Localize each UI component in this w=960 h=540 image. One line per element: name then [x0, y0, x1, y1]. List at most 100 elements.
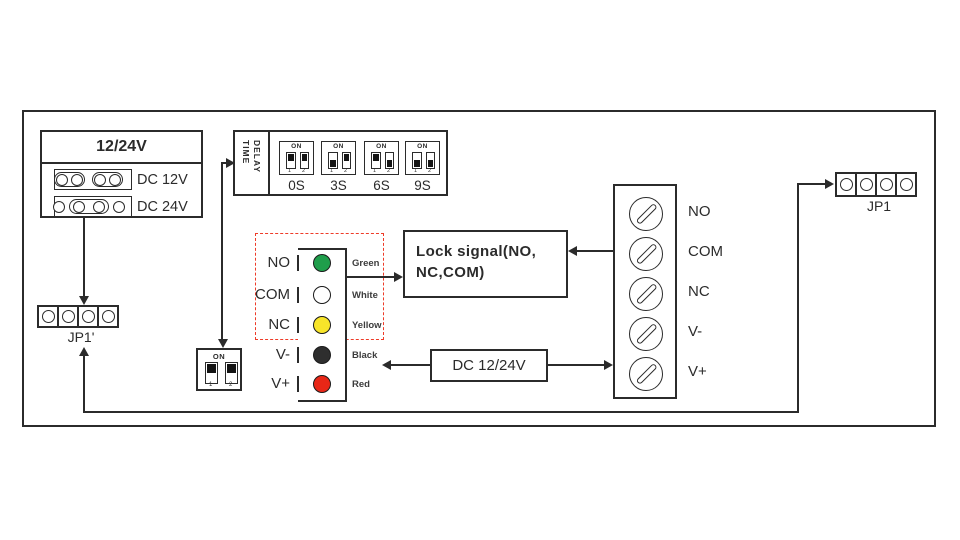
wire-terminal-label: V+	[271, 375, 290, 392]
wire-dc-right	[548, 364, 605, 366]
dip-switch-icon	[384, 151, 394, 169]
dip-switch-icon	[224, 362, 238, 384]
wire-right-riser	[797, 183, 799, 413]
terminal-notch	[297, 317, 299, 333]
screw-terminal-block	[613, 184, 677, 399]
pin-hole-icon	[859, 178, 873, 191]
dip-switch-icon	[328, 151, 338, 169]
dc12v-label: DC 12V	[137, 172, 188, 188]
wire-terminal-label: NC	[268, 316, 290, 333]
wire-terminal-label: NO	[267, 254, 291, 271]
wire-dc-left	[391, 364, 430, 366]
arrowhead-down	[79, 296, 89, 305]
pin-cell	[57, 305, 79, 328]
delay-0s-label: 0S	[288, 178, 305, 193]
wire-dot-red-icon	[313, 375, 331, 393]
time-delay-vertical-label: TIME DELAY	[241, 140, 262, 174]
arrowhead-right	[604, 360, 613, 370]
jumper-pin	[94, 173, 106, 186]
jumper-pin	[93, 200, 105, 213]
dip-switch-icon	[412, 151, 422, 169]
pin-hole-icon	[839, 178, 853, 191]
lock-signal-box: Lock signal(NO, NC,COM)	[403, 230, 568, 298]
wire-terminal-label: COM	[255, 286, 290, 303]
pin-cell	[895, 172, 917, 197]
screw-icon	[629, 237, 663, 271]
dip-switch-icon	[341, 151, 351, 169]
dip-unit-9s: ON 1 2	[405, 141, 440, 175]
connector-jp1	[835, 172, 917, 197]
wire-jp1prime-riser	[83, 355, 85, 412]
wire-timedelay	[221, 162, 228, 164]
delay-6s-label: 6S	[373, 178, 390, 193]
wire-color-name: Green	[352, 258, 380, 269]
arrowhead-right	[394, 272, 403, 282]
screw-terminal-label: COM	[688, 243, 723, 260]
screw-terminal-label: V-	[688, 323, 703, 340]
arrowhead-right	[226, 158, 235, 168]
arrowhead-down	[218, 339, 228, 348]
dip-unit-6s: ON 1 2	[364, 141, 399, 175]
jp1-label: JP1	[866, 198, 892, 214]
screw-icon	[629, 277, 663, 311]
connector-jp1-prime	[37, 305, 119, 328]
time-delay-label-strip: TIME DELAY	[235, 132, 270, 194]
lock-signal-text: Lock signal(NO, NC,COM)	[416, 243, 537, 281]
pin-hole-icon	[101, 310, 115, 323]
jumper-bridge-24v	[69, 199, 109, 214]
wire-dot-green-icon	[313, 254, 331, 272]
jumper-bridge-12v-a	[54, 172, 85, 187]
wire-timedelay	[221, 162, 223, 339]
pin-cell	[77, 305, 99, 328]
arrowhead-left	[382, 360, 391, 370]
pin-hole-icon	[879, 178, 893, 191]
terminal-notch	[297, 255, 299, 271]
dc24v-label: DC 24V	[137, 199, 188, 215]
pin-hole-icon	[61, 310, 75, 323]
arrowhead-up	[79, 347, 89, 356]
dip-switch-icon	[371, 151, 381, 169]
screw-terminal-label: NC	[688, 283, 710, 300]
wire-to-jp1	[797, 183, 826, 185]
dip-switch-icon	[204, 362, 218, 384]
pin-cell	[97, 305, 119, 328]
dip-unit-0s: ON 1 2	[279, 141, 314, 175]
jumper-pin	[113, 200, 125, 213]
dip-switch-icon	[425, 151, 435, 169]
pin-hole-icon	[41, 310, 55, 323]
time-delay-box: TIME DELAY ON 1 2 0S ON 1 2 3S ON 1	[233, 130, 448, 196]
pin-cell	[37, 305, 59, 328]
pin-cell	[835, 172, 857, 197]
pin-hole-icon	[899, 178, 913, 191]
jp1-prime-label: JP1'	[67, 329, 95, 345]
wire-dot-yellow-icon	[313, 316, 331, 334]
wire-block-to-lock	[346, 276, 396, 278]
screw-terminal-label: V+	[688, 363, 707, 380]
jumper-bridge-12v-b	[92, 172, 123, 187]
wire-dot-black-icon	[313, 346, 331, 364]
dip-switch-icon	[299, 151, 309, 169]
jumper-pin	[71, 173, 83, 186]
screw-icon	[629, 197, 663, 231]
pin-hole-icon	[81, 310, 95, 323]
wire-bottom-run	[83, 411, 799, 413]
jumper-pin	[56, 173, 68, 186]
screw-icon	[629, 317, 663, 351]
terminal-notch	[297, 287, 299, 303]
arrowhead-right	[825, 179, 834, 189]
wire-color-name: White	[352, 290, 378, 301]
jumper-pin	[109, 173, 121, 186]
terminal-notch	[297, 376, 299, 392]
dc-power-box: DC 12/24V	[430, 349, 548, 382]
dc-power-label: DC 12/24V	[452, 357, 526, 374]
delay-9s-label: 9S	[414, 178, 431, 193]
terminal-notch	[297, 347, 299, 363]
dip-switch-icon	[286, 151, 296, 169]
pin-cell	[875, 172, 897, 197]
wire-com-to-lock	[577, 250, 613, 252]
power-select-title: 12/24V	[42, 132, 201, 164]
wire-color-name: Black	[352, 350, 378, 361]
power-select-box: 12/24V DC 12V DC 24V	[40, 130, 203, 218]
pin-cell	[855, 172, 877, 197]
